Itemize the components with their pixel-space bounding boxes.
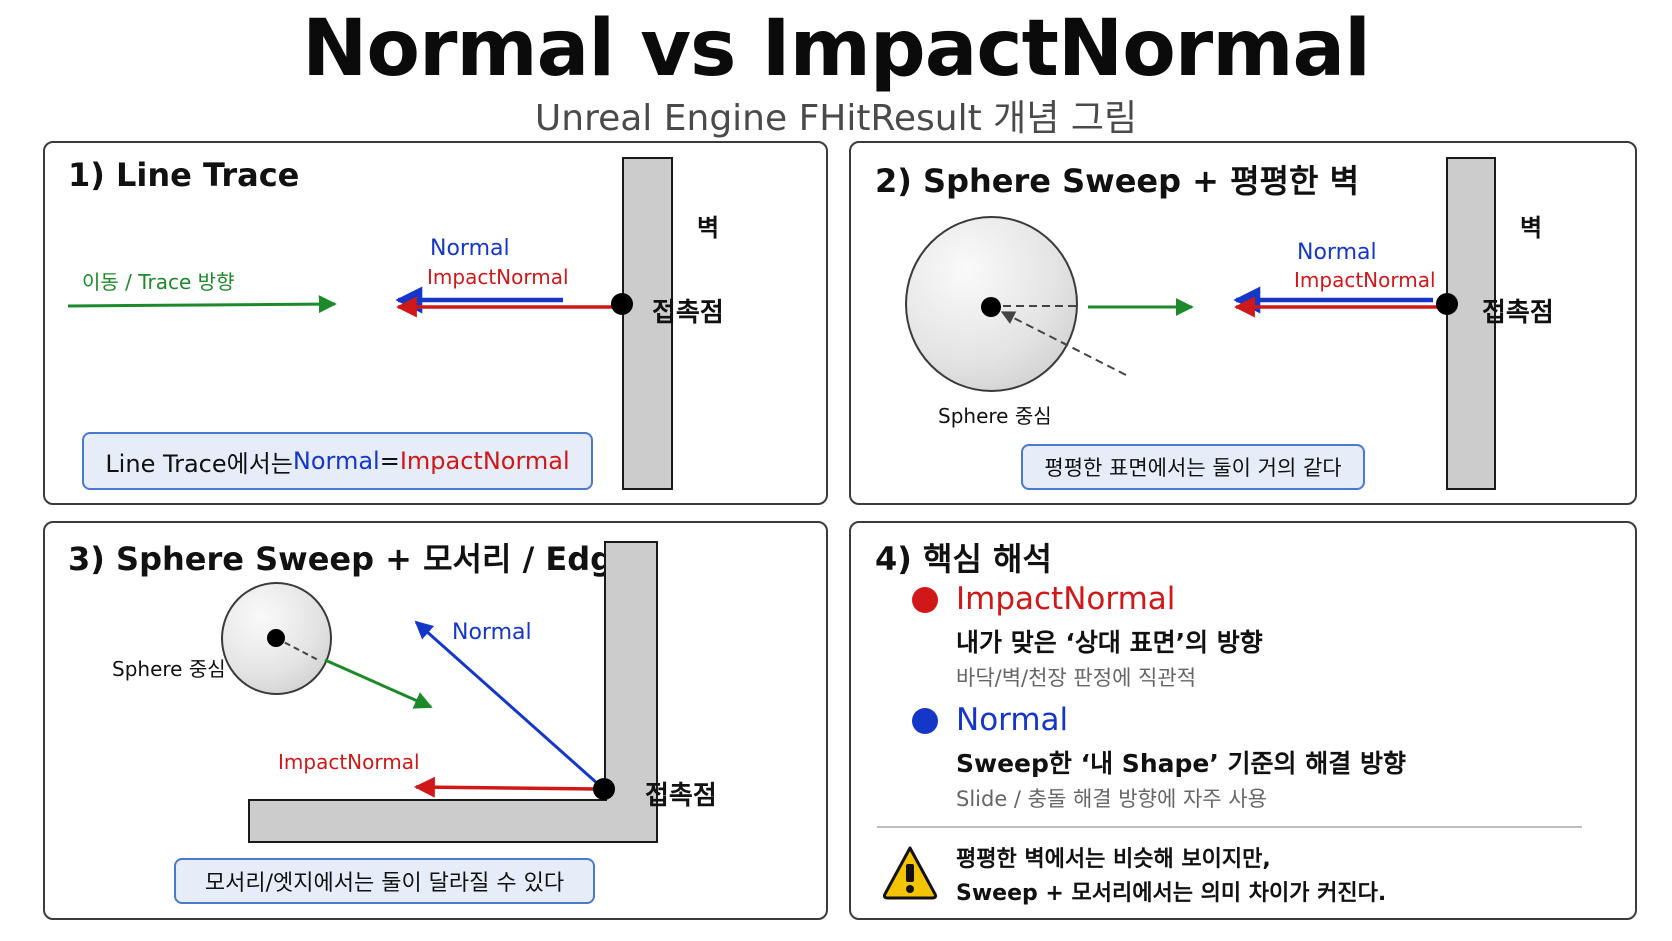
warning-line-2: Sweep + 모서리에서는 의미 차이가 커진다. [956, 881, 1387, 906]
panel1-note-impact: ImpactNormal [399, 447, 570, 475]
panel1-title: 1) Line Trace [68, 156, 300, 194]
panel-key-interpretation [849, 521, 1637, 920]
page-title: Normal vs ImpactNormal [302, 4, 1371, 94]
panel-sphere-edge [43, 521, 828, 920]
panel4-divider [877, 826, 1582, 828]
panel2-note: 평평한 표면에서는 둘이 거의 같다 [1021, 444, 1365, 490]
panel1-trace-label: 이동 / Trace 방향 [82, 270, 235, 294]
panel1-contact-point [611, 293, 633, 315]
panel1-note-prefix: Line Trace에서는 [105, 449, 293, 478]
panel2-sphere-center [981, 297, 1001, 317]
panel2-wall [1446, 157, 1496, 490]
panel3-note: 모서리/엣지에서는 둘이 달라질 수 있다 [174, 858, 595, 904]
panel1-note: Line Trace에서는 Normal = ImpactNormal [82, 432, 593, 490]
panel2-contact-point [1436, 293, 1458, 315]
panel2-sphere-label: Sphere 중심 [938, 404, 1052, 428]
panel3-normal-arrow [414, 620, 599, 786]
page-subtitle: Unreal Engine FHitResult 개념 그림 [534, 98, 1138, 139]
panel1-wall-label: 벽 [697, 214, 720, 242]
panel3-impact-label: ImpactNormal [278, 750, 420, 774]
warning-line-1: 평평한 벽에서는 비슷해 보이지만, [956, 847, 1271, 872]
panel3-title: 3) Sphere Sweep + 모서리 / Edge [68, 540, 635, 578]
panel2-wall-label: 벽 [1520, 214, 1543, 242]
panel3-sphere-label: Sphere 중심 [112, 657, 226, 681]
panel3-wall-seam-cover [606, 796, 656, 806]
panel1-contact-label: 접촉점 [652, 298, 724, 328]
panel1-impact-label: ImpactNormal [427, 265, 569, 289]
impact-bullet-icon [912, 587, 938, 613]
panel3-contact-label: 접촉점 [645, 781, 717, 811]
panel3-contact-point [593, 778, 615, 800]
panel3-wall-horizontal [248, 799, 658, 843]
panel3-center-dash [275, 637, 321, 662]
panel3-trace-arrow [324, 658, 433, 709]
panel2-radius-dash-arrow [1000, 311, 1127, 376]
panel1-wall [622, 157, 673, 490]
impact-heading: ImpactNormal [956, 581, 1176, 617]
panel2-normal-label: Normal [1297, 240, 1377, 265]
panel2-title: 2) Sphere Sweep + 평평한 벽 [875, 162, 1360, 200]
panel1-normal-label: Normal [430, 236, 510, 261]
panel2-impact-label: ImpactNormal [1294, 268, 1436, 292]
normal-heading: Normal [956, 702, 1069, 738]
panel1-note-normal: Normal [292, 447, 380, 475]
panel1-note-eq: = [379, 447, 400, 475]
panel3-normal-label: Normal [452, 620, 532, 645]
panel3-sphere [221, 582, 332, 695]
panel3-sphere-center [267, 629, 285, 647]
panel4-title: 4) 핵심 해석 [875, 540, 1052, 578]
panel3-impact-arrow [413, 776, 599, 798]
normal-description: Sweep한 ‘내 Shape’ 기준의 해결 방향 [956, 749, 1406, 778]
panel1-trace-arrow [67, 295, 337, 314]
warning-icon [882, 846, 938, 900]
impact-subtext: 바닥/벽/천장 판정에 직관적 [956, 666, 1197, 690]
impact-description: 내가 맞은 ‘상대 표면’의 방향 [956, 628, 1263, 657]
normal-bullet-icon [912, 708, 938, 734]
normal-subtext: Slide / 충돌 해결 방향에 자주 사용 [956, 787, 1267, 811]
panel2-contact-label: 접촉점 [1482, 298, 1554, 328]
